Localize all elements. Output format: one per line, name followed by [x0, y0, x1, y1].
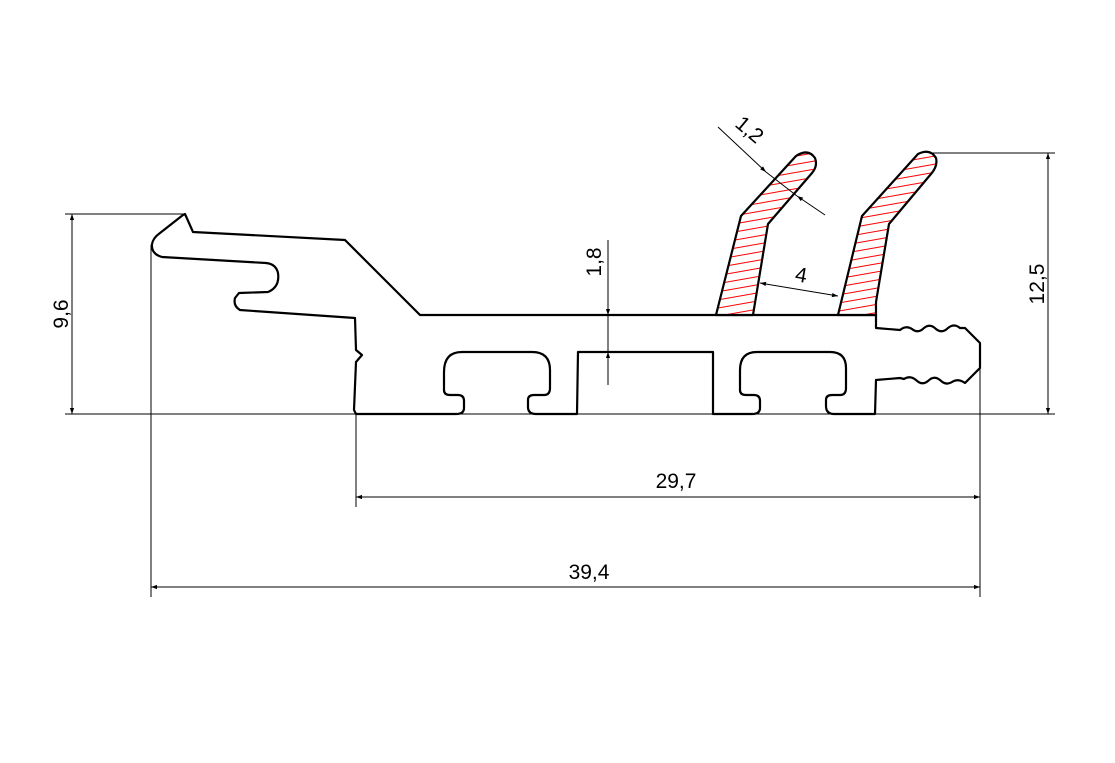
dimension-4: 4: [759, 263, 839, 298]
dimension-29-7: 29,7: [356, 470, 980, 500]
dimension-39-4: 39,4: [151, 561, 980, 590]
fin-left: [714, 151, 818, 317]
dim-label-fin-thickness: 1,2: [731, 112, 768, 148]
dim-label-width-inner: 29,7: [656, 470, 697, 493]
dim-label-height-right: 12,5: [1026, 264, 1049, 305]
dimension-1-8: 1,8: [583, 240, 611, 385]
dimension-9-6: 9,6: [50, 214, 75, 414]
fin-right: [836, 150, 938, 317]
dim-label-base-thickness: 1,8: [583, 247, 606, 276]
profile-outline: [150, 212, 982, 416]
extension-lines: [65, 152, 1055, 597]
dim-label-width-total: 39,4: [569, 561, 610, 584]
dimension-12-5: 12,5: [1026, 153, 1051, 414]
dim-label-fin-gap: 4: [793, 263, 809, 288]
dim-label-height-left: 9,6: [50, 299, 73, 328]
